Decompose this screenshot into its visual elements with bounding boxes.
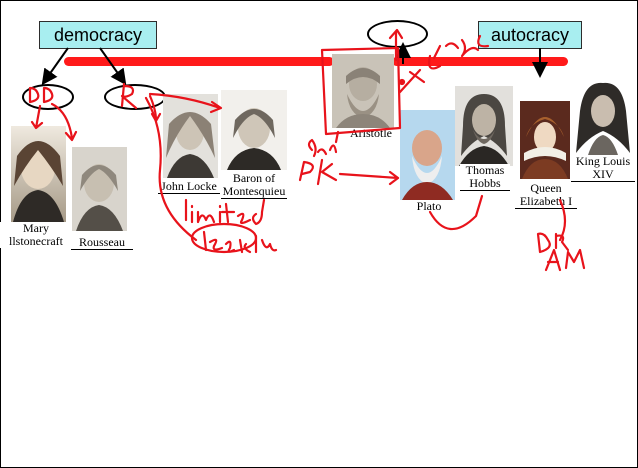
- locke-portrait: [163, 94, 218, 178]
- wollstonecraft-portrait: [11, 126, 66, 222]
- louis-caption: King Louis XIV: [571, 155, 635, 182]
- louis-portrait: [574, 81, 632, 155]
- top-center-oval: [367, 20, 428, 48]
- spectrum-bar-right: [392, 57, 568, 66]
- autocracy-label: autocracy: [478, 21, 582, 49]
- hobbs-caption: Thomas Hobbs: [460, 164, 510, 191]
- spectrum-bar-left: [64, 57, 334, 66]
- aristotle-caption: Aristotle: [350, 126, 392, 140]
- locke-caption: John Locke: [158, 180, 220, 194]
- representative-oval: [104, 84, 166, 110]
- elizabeth-portrait: [520, 101, 570, 179]
- plato-caption: Plato: [409, 200, 449, 213]
- direct-democracy-oval: [22, 84, 74, 110]
- elizabeth-caption: Queen Elizabeth I: [515, 182, 577, 209]
- democracy-label: democracy: [39, 21, 157, 49]
- rousseau-portrait: [72, 147, 127, 231]
- wollstonecraft-caption: Mary llstonecraft: [0, 222, 72, 248]
- aristotle-portrait: [332, 54, 394, 128]
- hobbs-portrait: [455, 86, 513, 166]
- rousseau-caption: Rousseau: [71, 236, 133, 250]
- plato-portrait: [400, 110, 455, 200]
- montesquieu-caption: Baron of Montesquieu: [221, 171, 287, 199]
- montesquieu-portrait: [221, 90, 287, 170]
